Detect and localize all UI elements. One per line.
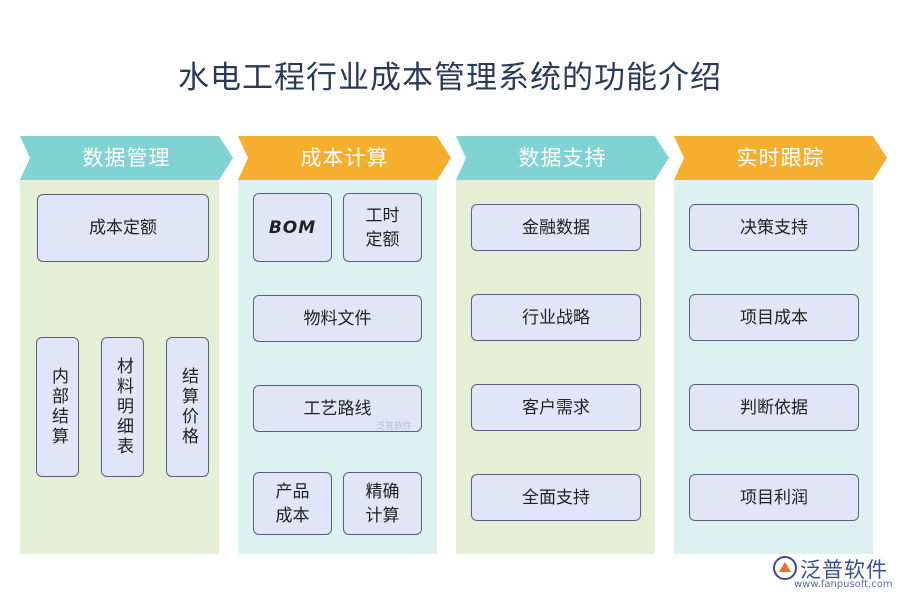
item-process-route: 工艺路线 <box>253 385 422 432</box>
column-header-data-support: 数据支持 <box>456 136 669 180</box>
column-header-arrow <box>674 136 887 180</box>
page-title: 水电工程行业成本管理系统的功能介绍 <box>178 60 722 96</box>
item-cost-quota: 成本定额 <box>37 194 209 262</box>
item-material-file: 物料文件 <box>253 295 422 342</box>
watermark: 泛普软件 <box>376 422 413 432</box>
item-judgment-basis: 判断依据 <box>689 384 859 431</box>
column-header-label: 数据支持 <box>518 146 607 170</box>
column-panel-data-management: 成本定额 内部结算 材料明细表 结算价格 <box>20 180 219 554</box>
item-bom: BOM <box>253 193 332 262</box>
item-decision-support: 决策支持 <box>689 204 859 251</box>
item-project-profit: 项目利润 <box>689 474 859 521</box>
column-panel-realtime-tracking: 决策支持 项目成本 判断依据 项目利润 <box>674 180 873 554</box>
item-material-list: 材料明细表 <box>101 337 144 477</box>
column-header-realtime-tracking: 实时跟踪 <box>674 136 887 180</box>
item-internal-settlement: 内部结算 <box>36 337 79 477</box>
item-financial-data: 金融数据 <box>471 204 641 251</box>
item-customer-demand: 客户需求 <box>471 384 641 431</box>
column-header-label: 数据管理 <box>82 146 171 170</box>
logo-name: 泛普软件 <box>800 558 888 582</box>
item-precise-calc-text: 精确计算 <box>365 481 400 526</box>
item-settlement-price: 结算价格 <box>166 337 209 477</box>
item-labor-quota-text: 工时定额 <box>365 205 400 250</box>
column-header-label: 实时跟踪 <box>736 146 825 170</box>
item-precise-calc: 精确计算 <box>343 472 422 535</box>
column-header-cost-calculation: 成本计算 <box>238 136 451 180</box>
item-product-cost: 产品成本 <box>253 472 332 535</box>
column-header-arrow <box>238 136 451 180</box>
item-labor-quota: 工时定额 <box>343 193 422 262</box>
item-full-support: 全面支持 <box>471 474 641 521</box>
column-header-arrow <box>456 136 669 180</box>
fanpu-logo-icon <box>773 556 797 580</box>
column-header-label: 成本计算 <box>300 146 389 170</box>
column-panel-cost-calculation: BOM 工时定额 物料文件 工艺路线 产品成本 精确计算 <box>238 180 437 554</box>
item-industry-strategy: 行业战略 <box>471 294 641 341</box>
logo-url: www.fanpusoft.com <box>794 579 893 590</box>
item-product-cost-text: 产品成本 <box>275 481 310 526</box>
column-header-data-management: 数据管理 <box>20 136 233 180</box>
column-panel-data-support: 金融数据 行业战略 客户需求 全面支持 <box>456 180 655 554</box>
brand-logo: 泛普软件 www.fanpusoft.com <box>772 552 894 596</box>
item-project-cost: 项目成本 <box>689 294 859 341</box>
column-header-arrow <box>20 136 233 180</box>
